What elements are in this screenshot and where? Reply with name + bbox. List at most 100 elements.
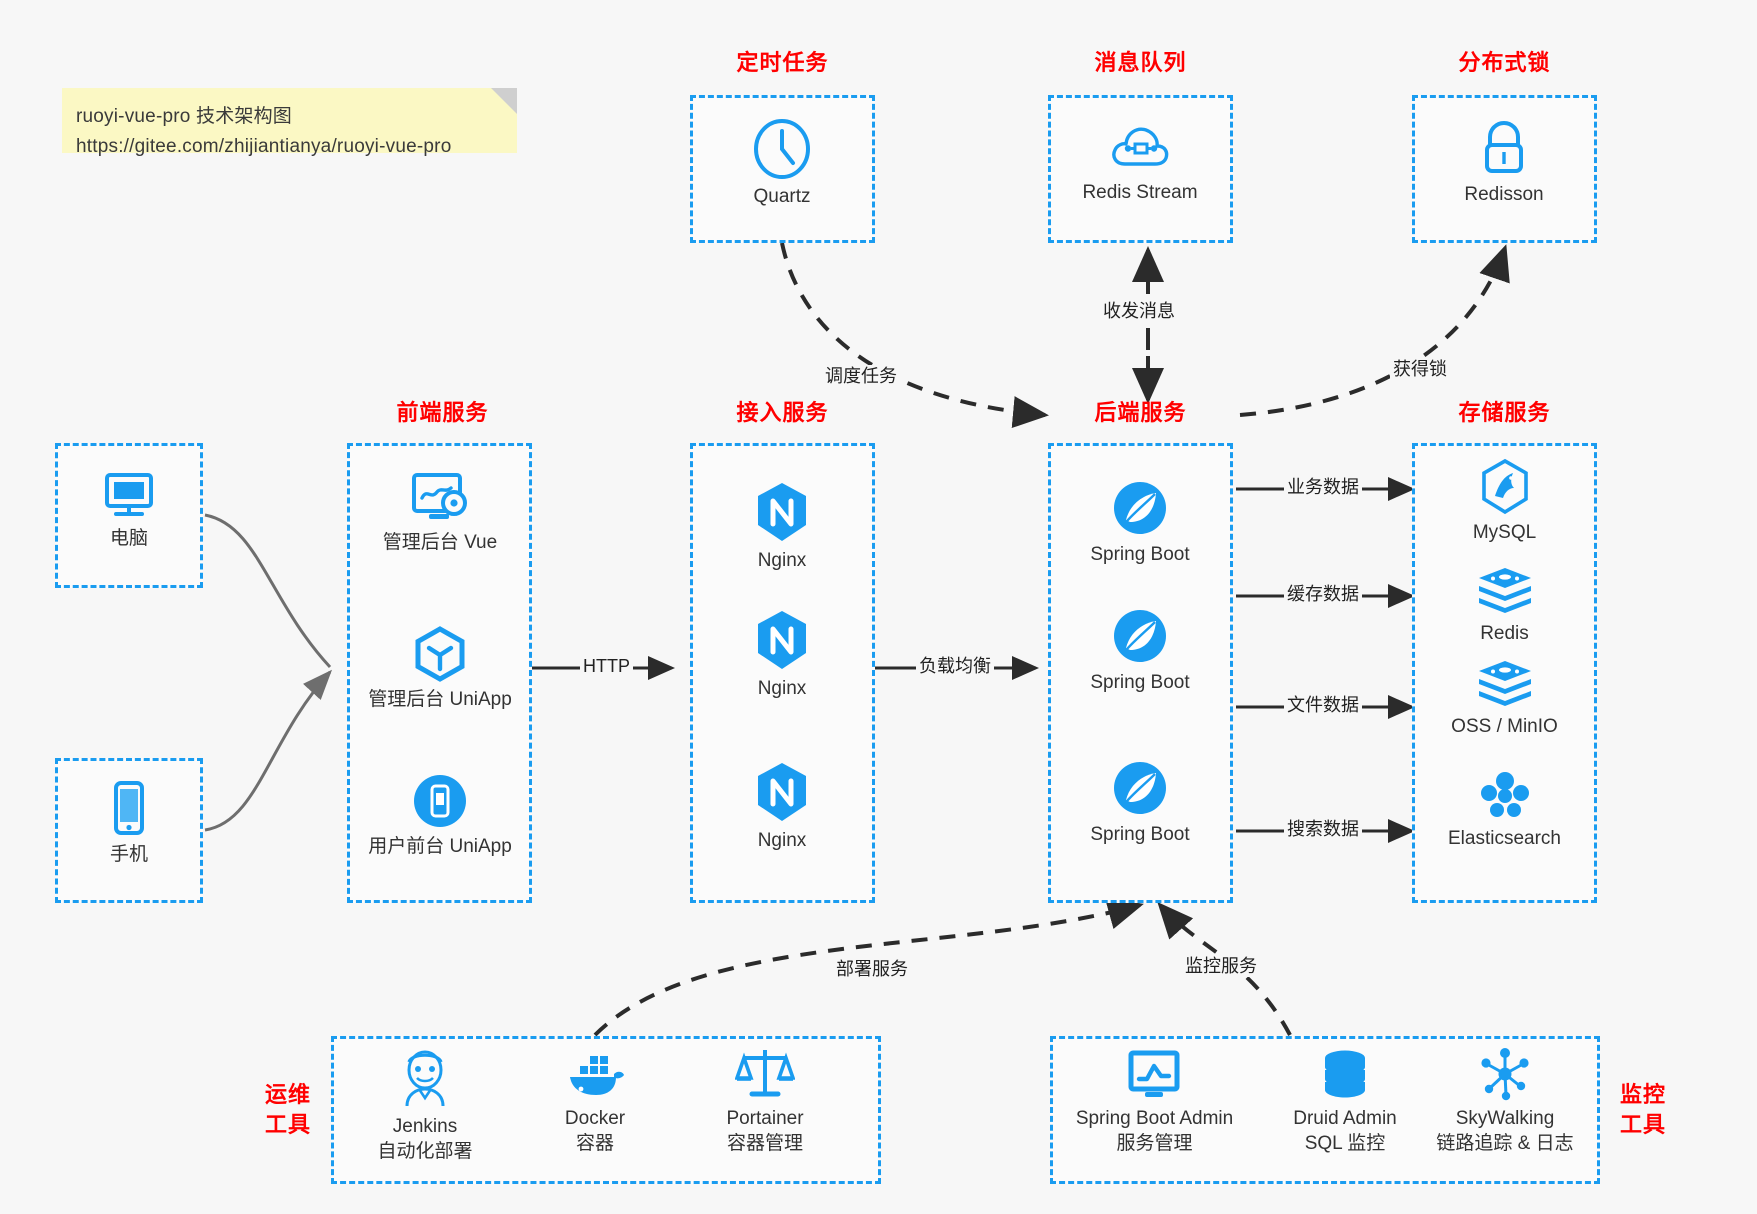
edge-label-load-balance: 负载均衡 <box>916 655 994 677</box>
node-label: 电脑 <box>109 528 148 549</box>
node-sublabel: 容器 <box>575 1133 614 1154</box>
edge-label-acquire-lock: 获得锁 <box>1390 358 1450 380</box>
skywalking-icon <box>1481 1048 1529 1101</box>
phone-app-icon <box>414 775 466 827</box>
node-spring-boot-2: Spring Boot <box>1065 606 1215 695</box>
group-title-lock: 分布式锁 <box>1458 50 1551 75</box>
node-label: Portainer <box>726 1108 804 1129</box>
edge-label-search-data: 搜索数据 <box>1284 818 1362 840</box>
node-druid-admin: Druid Admin SQL 监控 <box>1270 1048 1420 1156</box>
node-redis: Redis <box>1432 565 1577 646</box>
node-phone: 手机 <box>70 780 188 867</box>
node-portainer: Portainer 容器管理 <box>690 1046 840 1156</box>
group-title-monitor-line1: 监控 <box>1619 1082 1666 1107</box>
node-quartz: Quartz <box>712 118 852 209</box>
mobile-icon <box>114 781 144 835</box>
node-label: Spring Boot <box>1090 824 1190 845</box>
node-label: 管理后台 Vue <box>382 532 498 553</box>
group-title-backend: 后端服务 <box>1094 400 1187 425</box>
node-elasticsearch: Elasticsearch <box>1432 768 1577 851</box>
desktop-icon <box>105 473 153 516</box>
node-label: Quartz <box>753 186 811 207</box>
note-title: ruoyi-vue-pro 技术架构图 <box>76 106 293 127</box>
edge-label-send-receive-msg: 收发消息 <box>1100 300 1178 322</box>
nginx-icon <box>758 763 806 821</box>
group-title-monitor-line2: 工具 <box>1619 1112 1666 1137</box>
node-label: Spring Boot <box>1090 672 1190 693</box>
node-label: Redis Stream <box>1082 182 1198 203</box>
nginx-icon <box>758 483 806 541</box>
cloud-stream-icon <box>1112 127 1169 166</box>
nginx-icon <box>758 611 806 669</box>
group-title-devops-line2: 工具 <box>264 1112 311 1137</box>
node-label: 用户前台 UniApp <box>368 836 512 857</box>
node-pc: 电脑 <box>70 470 188 551</box>
group-title-devops: 运维 工具 <box>255 1080 321 1140</box>
node-label: Spring Boot <box>1090 544 1190 565</box>
group-title-monitor: 监控 工具 <box>1610 1080 1676 1140</box>
spring-boot-icon <box>1114 482 1166 534</box>
group-title-gateway: 接入服务 <box>736 400 829 425</box>
node-nginx-3: Nginx <box>712 760 852 853</box>
redis-icon <box>1478 568 1531 613</box>
monitor-chart-icon <box>1128 1050 1179 1097</box>
node-sublabel: 自动化部署 <box>377 1141 473 1162</box>
database-icon <box>1325 1050 1365 1098</box>
node-label: Nginx <box>757 550 807 571</box>
edge-label-file-data: 文件数据 <box>1284 694 1362 716</box>
docker-icon <box>570 1056 624 1095</box>
node-redisson: Redisson <box>1434 118 1574 207</box>
node-sublabel: SQL 监控 <box>1304 1133 1386 1154</box>
node-label: MySQL <box>1472 522 1537 543</box>
spring-boot-icon <box>1114 610 1166 662</box>
node-sublabel: 容器管理 <box>726 1133 803 1154</box>
edge-label-cache-data: 缓存数据 <box>1284 583 1362 605</box>
node-docker: Docker 容器 <box>520 1050 670 1156</box>
node-spring-boot-admin: Spring Boot Admin 服务管理 <box>1062 1050 1247 1156</box>
redis-stack-icon <box>1478 661 1531 706</box>
group-title-mq: 消息队列 <box>1094 50 1187 75</box>
node-label: 管理后台 UniApp <box>368 689 512 710</box>
edge-label-http: HTTP <box>580 655 633 677</box>
node-label: Elasticsearch <box>1448 828 1561 849</box>
lock-icon <box>1485 121 1523 173</box>
node-label: OSS / MinIO <box>1451 716 1558 737</box>
elasticsearch-icon <box>1480 772 1529 817</box>
node-label: Redisson <box>1464 184 1544 205</box>
node-label: Redis <box>1480 623 1529 644</box>
node-label: Spring Boot Admin <box>1075 1108 1234 1129</box>
edge-label-business-data: 业务数据 <box>1284 476 1362 498</box>
group-title-scheduler: 定时任务 <box>736 50 829 75</box>
diagram-note: ruoyi-vue-pro 技术架构图 https://gitee.com/zh… <box>62 88 517 157</box>
edge-label-deploy-service: 部署服务 <box>833 958 911 980</box>
node-mysql: MySQL <box>1432 458 1577 545</box>
dashboard-icon <box>412 473 467 519</box>
node-label: 手机 <box>109 844 148 865</box>
cube-icon <box>415 626 465 682</box>
group-title-devops-line1: 运维 <box>264 1082 311 1107</box>
jenkins-icon <box>405 1050 445 1107</box>
node-sublabel: 服务管理 <box>1116 1133 1193 1154</box>
node-label: SkyWalking <box>1455 1108 1555 1129</box>
node-label: Jenkins <box>392 1116 458 1137</box>
node-jenkins: Jenkins 自动化部署 <box>350 1048 500 1164</box>
node-admin-uniapp: 管理后台 UniApp <box>360 625 520 712</box>
group-box-mq <box>1048 95 1233 243</box>
node-label: Nginx <box>757 678 807 699</box>
edge-label-monitor-service: 监控服务 <box>1182 955 1260 977</box>
scales-icon <box>735 1050 795 1097</box>
node-spring-boot-3: Spring Boot <box>1065 758 1215 847</box>
node-sublabel: 链路追踪 & 日志 <box>1436 1133 1574 1154</box>
note-url: https://gitee.com/zhijiantianya/ruoyi-vu… <box>76 136 452 157</box>
node-label: Druid Admin <box>1293 1108 1397 1129</box>
edge-label-schedule-task: 调度任务 <box>822 365 900 387</box>
group-title-storage: 存储服务 <box>1458 400 1551 425</box>
node-oss-minio: OSS / MinIO <box>1432 658 1577 739</box>
note-fold-icon <box>491 88 517 114</box>
spring-boot-icon <box>1114 762 1166 814</box>
node-nginx-1: Nginx <box>712 480 852 573</box>
mysql-icon <box>1481 458 1528 515</box>
node-skywalking: SkyWalking 链路追踪 & 日志 <box>1420 1046 1590 1156</box>
group-title-frontend: 前端服务 <box>396 400 489 425</box>
node-label: Nginx <box>757 830 807 851</box>
